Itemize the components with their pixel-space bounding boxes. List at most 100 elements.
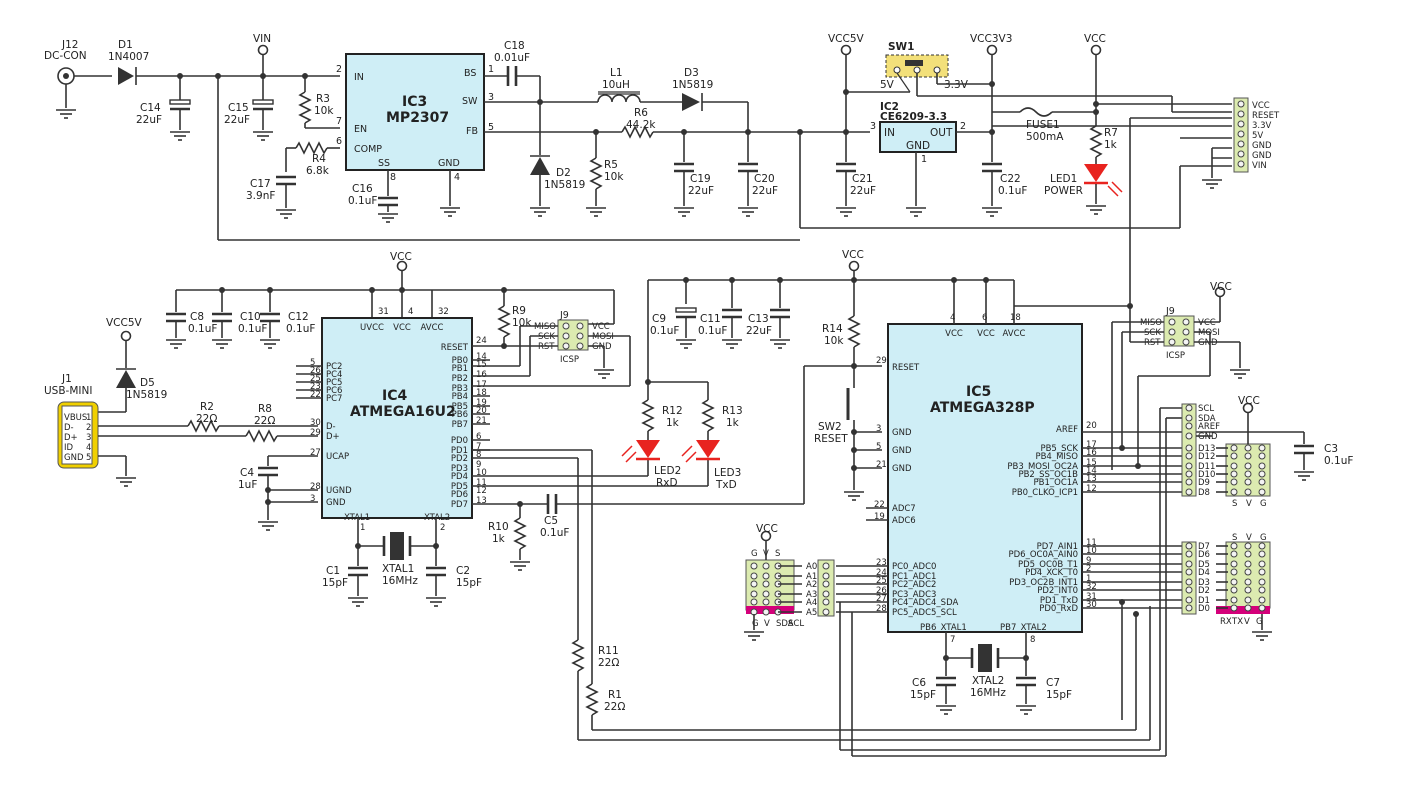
- led1-ref: LED1: [1050, 173, 1077, 185]
- ic4-pin-avcc: AVCC: [421, 323, 444, 333]
- j1-pn-3: 3: [86, 433, 91, 443]
- d3-ref: D3: [684, 67, 699, 79]
- ic4-pinnum: 27: [310, 448, 321, 458]
- ic4-pin-pc2: PC2: [326, 362, 342, 372]
- ic4-pin-pb0: PB0: [452, 356, 468, 366]
- l1-value: 10uH: [602, 79, 630, 91]
- ic4-pin-pd6: PD6: [451, 490, 468, 500]
- digital-svg-pin: [1258, 560, 1266, 568]
- sw2-value: RESET: [814, 433, 848, 445]
- ic4-pin-xtal2: XTAL2: [424, 513, 450, 523]
- ic4-pin-pb6: PB6: [452, 410, 468, 420]
- r9-ref: R9: [512, 305, 526, 317]
- icsp2-ref: J9: [1165, 306, 1175, 317]
- ic4-pinnum: 22: [310, 390, 321, 400]
- digital-svg-label: G: [1260, 533, 1267, 543]
- digital-pin: [1185, 432, 1193, 440]
- r3-value: 10k: [314, 105, 334, 117]
- icsp2-gnd: GND: [1198, 338, 1218, 348]
- digital-label-d12: D12: [1198, 452, 1215, 462]
- ic4-pin-pd4: PD4: [451, 472, 468, 482]
- digital-svg-pin: [1258, 578, 1266, 586]
- digital-svg-pin: [1230, 478, 1238, 486]
- ic5-pin-gnd: GND: [892, 446, 912, 456]
- c5-ref: C5: [544, 515, 558, 527]
- ic5-pinnum: 21: [876, 460, 887, 470]
- r6-ref: R6: [634, 107, 648, 119]
- ic2-pinnum-1: 1: [921, 154, 927, 165]
- c19-ref: C19: [690, 173, 711, 185]
- digital-svg-pin: [1244, 586, 1252, 594]
- c10-ref: C10: [240, 311, 261, 323]
- sw1-3v3: 3.3V: [944, 79, 969, 91]
- r11-ref: R11: [598, 645, 619, 657]
- ic5-pinnum: 12: [1086, 484, 1097, 494]
- ic2-pin-gnd: GND: [906, 140, 930, 152]
- digital-label-scl: SCL: [1198, 404, 1214, 414]
- ic5-pinnum: 15: [1086, 458, 1097, 468]
- analog-svg-pin: [750, 562, 758, 570]
- icsp1-miso: MISO: [534, 322, 556, 332]
- c16-value: 0.1uF: [348, 195, 377, 207]
- ic3-pin-gnd: GND: [438, 158, 460, 169]
- ic4-pinnum: 14: [476, 352, 487, 362]
- ic4-pinnum: 28: [310, 482, 321, 492]
- ic5-pinnum: 8: [1030, 635, 1035, 645]
- c8-value: 0.1uF: [188, 323, 217, 335]
- digital-svg-pin: [1244, 488, 1252, 496]
- ic3-pinnum-5: 5: [488, 122, 494, 133]
- digital-pin: [1185, 444, 1193, 452]
- c18-value: 0.01uF: [494, 52, 530, 64]
- r2-ref: R2: [200, 401, 214, 413]
- ic5-pinnum: 16: [1086, 448, 1097, 458]
- r1-value: 22Ω: [604, 701, 625, 713]
- r1-ref: R1: [608, 689, 622, 701]
- analog-vcc-label: VCC: [756, 523, 778, 535]
- j1-pn-1: 1: [86, 413, 91, 423]
- ic4-pin-pc7: PC7: [326, 394, 342, 404]
- digital-pin: [1185, 470, 1193, 478]
- analog-svg-pin: [762, 562, 770, 570]
- ic5-pinnum: 28: [876, 604, 887, 614]
- ph-vin: VIN: [1252, 161, 1267, 171]
- ic5-pinnum: 3: [876, 424, 881, 434]
- analog-svg-pin: [750, 572, 758, 580]
- ic4-pin-pb5: PB5: [452, 402, 468, 412]
- ic4-pinnum: 26: [310, 366, 321, 376]
- digital-bottom-label: G: [1256, 617, 1263, 627]
- ic2-pin-in: IN: [884, 127, 895, 139]
- ic3-ref: IC3: [402, 94, 427, 110]
- d2-value: 1N5819: [544, 179, 585, 191]
- c19-value: 22uF: [688, 185, 714, 197]
- icsp2-sck: SCK: [1144, 328, 1161, 338]
- ic3-pinnum-1: 1: [488, 64, 494, 75]
- digital-svg-pin: [1258, 550, 1266, 558]
- digital-label-d9: D9: [1198, 478, 1210, 488]
- mcu-section: C9 0.1uF C11 0.1uF C13 22uF VCC R14 10k …: [621, 249, 1353, 757]
- analog-pin: [822, 598, 830, 606]
- analog-label-a5: A5: [806, 608, 817, 618]
- ic5-pin-pd2_int0: PD2_INT0: [1037, 586, 1078, 596]
- ic5-pin-reset: RESET: [892, 363, 920, 373]
- c11-ref: C11: [700, 313, 721, 325]
- r14-ref: R14: [822, 323, 843, 335]
- ic4-pinnum: 23: [310, 382, 321, 392]
- icsp1-gnd: GND: [592, 342, 612, 352]
- ic5-pinnum: 13: [1086, 474, 1097, 484]
- ic5-pin-pb5_sck: PB5_SCK: [1040, 444, 1078, 454]
- ic4-pin-pd5: PD5: [451, 482, 468, 492]
- icsp2-vcc: VCC: [1198, 318, 1216, 328]
- ph-3v3: 3.3V: [1252, 121, 1272, 131]
- digital-label-d0: D0: [1198, 604, 1210, 614]
- digital-svg-pin: [1230, 462, 1238, 470]
- ic4-pinnum: 18: [476, 388, 487, 398]
- ic4-pin-pb1: PB1: [452, 364, 468, 374]
- power-supply-section: J12 DC-CON D1 1N4007 C14 22uF VIN C15 22…: [44, 33, 1280, 306]
- digital-svg-label: S: [1232, 499, 1237, 509]
- digital-svg-pin: [1230, 444, 1238, 452]
- digital-label-aref: AREF: [1198, 422, 1220, 432]
- ic4-vcc-label: VCC: [390, 251, 412, 263]
- digital-vcc-label: VCC: [1238, 395, 1260, 407]
- ic5-pin-pd4_xck_t0: PD4_XCK_T0: [1025, 568, 1078, 578]
